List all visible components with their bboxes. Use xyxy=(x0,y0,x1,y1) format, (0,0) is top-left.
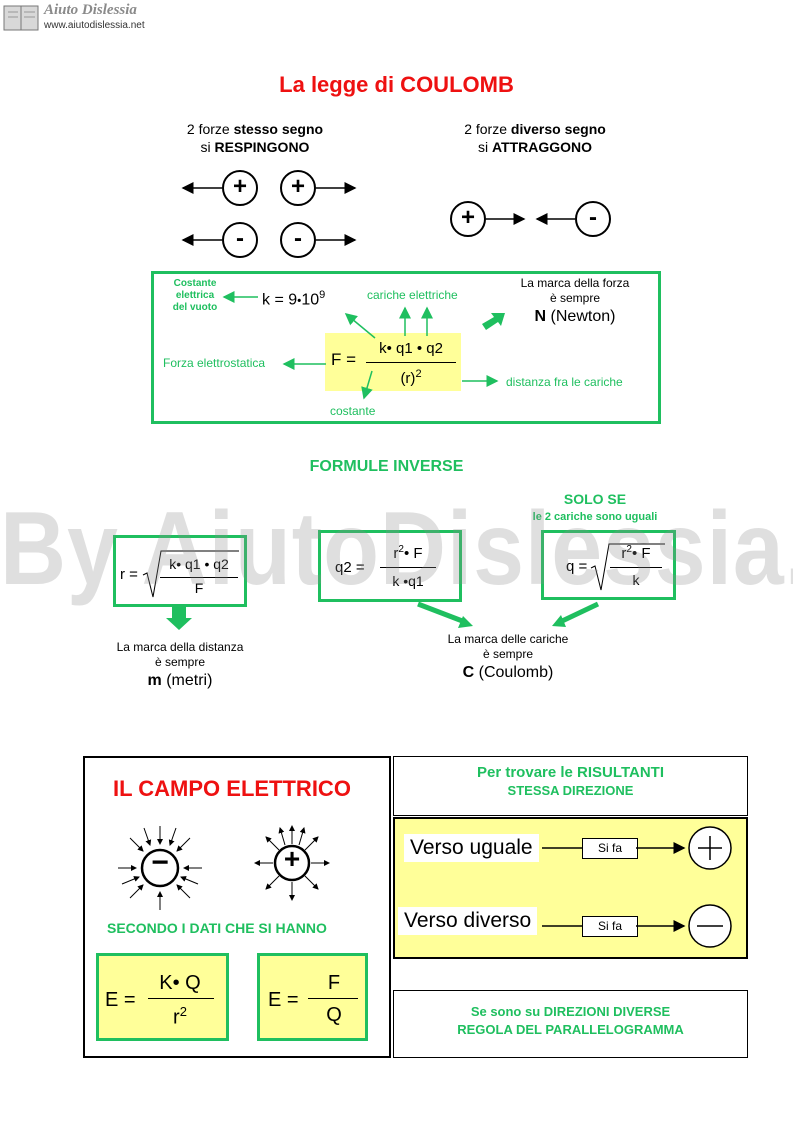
q-denominator: k xyxy=(632,572,640,588)
costante-elettrica-label: Costante elettrica del vuoto xyxy=(172,278,218,313)
same-sign-heading: 2 forze stesso segno si RESPINGONO xyxy=(186,121,324,155)
minus-charge-2: - xyxy=(294,225,302,252)
si-fa-2: Si fa xyxy=(582,916,638,937)
si-fa-1: Si fa xyxy=(582,838,638,859)
costante-label: costante xyxy=(330,404,376,418)
solo-se-sublabel: le 2 cariche sono uguali xyxy=(532,511,658,523)
distanza-cariche-label: distanza fra le cariche xyxy=(506,375,623,389)
coulomb-numerator: k• q1 • q2 xyxy=(379,340,443,357)
r-numerator: k• q1 • q2 xyxy=(169,556,229,572)
negative-charge-sign: − xyxy=(151,846,169,879)
negative-charge-field xyxy=(118,826,202,910)
positive-charge-field xyxy=(254,825,330,901)
E2-numerator: F xyxy=(327,972,341,994)
risultanti-header-box xyxy=(393,756,748,816)
campo-elettrico-panel xyxy=(83,756,391,1058)
q-sqrt-icon xyxy=(590,543,665,591)
risultanti-line1: Per trovare le RISULTANTI xyxy=(477,764,664,781)
plus-charge-2: + xyxy=(290,173,305,200)
marca-forza-label: La marca della forza è sempre N (Newton) xyxy=(520,276,630,325)
page-title: La legge di COULOMB xyxy=(279,72,514,97)
E1-lhs: E = xyxy=(105,989,136,1011)
r-sqrt-icon xyxy=(142,550,239,598)
q2-lhs: q2 = xyxy=(335,559,365,576)
plus-charge-1: + xyxy=(232,173,247,200)
solo-se-label: SOLO SE xyxy=(563,491,627,507)
diff-sign-heading: 2 forze diverso segno si ATTRAGGONO xyxy=(464,121,606,155)
plus-charge-3: + xyxy=(460,204,475,231)
verso-uguale-label: Verso uguale xyxy=(404,834,539,862)
logo-book-icon xyxy=(3,5,39,31)
q2-fraction-line xyxy=(380,567,436,568)
risultanti-diagram xyxy=(542,826,732,948)
E1-formula-box xyxy=(96,953,229,1041)
q-formula-box xyxy=(541,530,676,600)
direzioni-diverse-line1: Se sono su DIREZIONI DIVERSE xyxy=(470,1004,671,1019)
q2-formula-box xyxy=(318,530,462,602)
r-lhs: r = xyxy=(120,566,138,583)
E1-numerator: K• Q xyxy=(159,972,201,994)
E2-fraction-line xyxy=(308,998,358,999)
direzioni-diverse-line2: REGOLA DEL PARALLELOGRAMMA xyxy=(457,1022,684,1037)
coulomb-denominator: (r)2 xyxy=(400,368,422,387)
direzioni-diverse-box xyxy=(393,990,748,1058)
F-equals: F = xyxy=(331,350,357,369)
q-numerator: r2• F xyxy=(621,544,651,562)
q2-numerator: r2• F xyxy=(393,544,423,562)
formule-arrows xyxy=(166,601,600,630)
formule-inverse-heading: FORMULE INVERSE xyxy=(309,458,464,475)
minus-charge-3: - xyxy=(589,204,597,231)
coulomb-formula-box xyxy=(151,271,661,424)
q2-denominator: k •q1 xyxy=(392,573,424,589)
q-fraction-line xyxy=(610,567,662,568)
q-lhs: q = xyxy=(566,558,588,575)
forza-elettrostatica-label: Forza elettrostatica xyxy=(163,356,266,370)
repel-plus-pair xyxy=(181,170,357,206)
r-denominator: F xyxy=(194,580,204,596)
verso-diverso-label: Verso diverso xyxy=(398,907,538,935)
E2-formula-box xyxy=(257,953,368,1041)
r-fraction-line xyxy=(160,577,238,578)
secondo-dati-label: SECONDO I DATI CHE SI HANNO xyxy=(107,920,327,936)
E1-denominator: r2 xyxy=(173,1004,187,1029)
minus-charge-1: - xyxy=(236,225,244,252)
attract-pair xyxy=(450,201,611,237)
risultanti-line2: STESSA DIREZIONE xyxy=(507,783,634,798)
marca-distanza-label: La marca della distanza è sempre m (metr… xyxy=(116,640,244,689)
E2-lhs: E = xyxy=(268,989,299,1011)
r-formula-box xyxy=(113,535,247,607)
marca-cariche-label: La marca delle cariche è sempre C (Coulo… xyxy=(447,632,569,681)
positive-charge-sign: + xyxy=(283,843,301,874)
sum-plus-icon xyxy=(688,826,732,870)
repel-minus-pair xyxy=(181,222,357,258)
field-lines-diagram xyxy=(118,825,330,910)
down-arrow-icon xyxy=(166,607,192,630)
k-value: k = 9•109 xyxy=(262,289,326,309)
logo-url: www.aiutodislessia.net xyxy=(44,20,145,31)
coulomb-fraction-line xyxy=(366,362,456,363)
logo-name: Aiuto Dislessia xyxy=(44,2,137,18)
site-logo[interactable]: Aiuto Dislessia www.aiutodislessia.net xyxy=(2,2,152,34)
E1-fraction-line xyxy=(148,998,214,999)
difference-minus-icon xyxy=(688,904,732,948)
campo-elettrico-title: IL CAMPO ELETTRICO xyxy=(113,776,351,801)
cariche-elettriche-label: cariche elettriche xyxy=(367,288,458,302)
E2-denominator: Q xyxy=(326,1004,342,1026)
charges-diagram xyxy=(181,170,611,258)
